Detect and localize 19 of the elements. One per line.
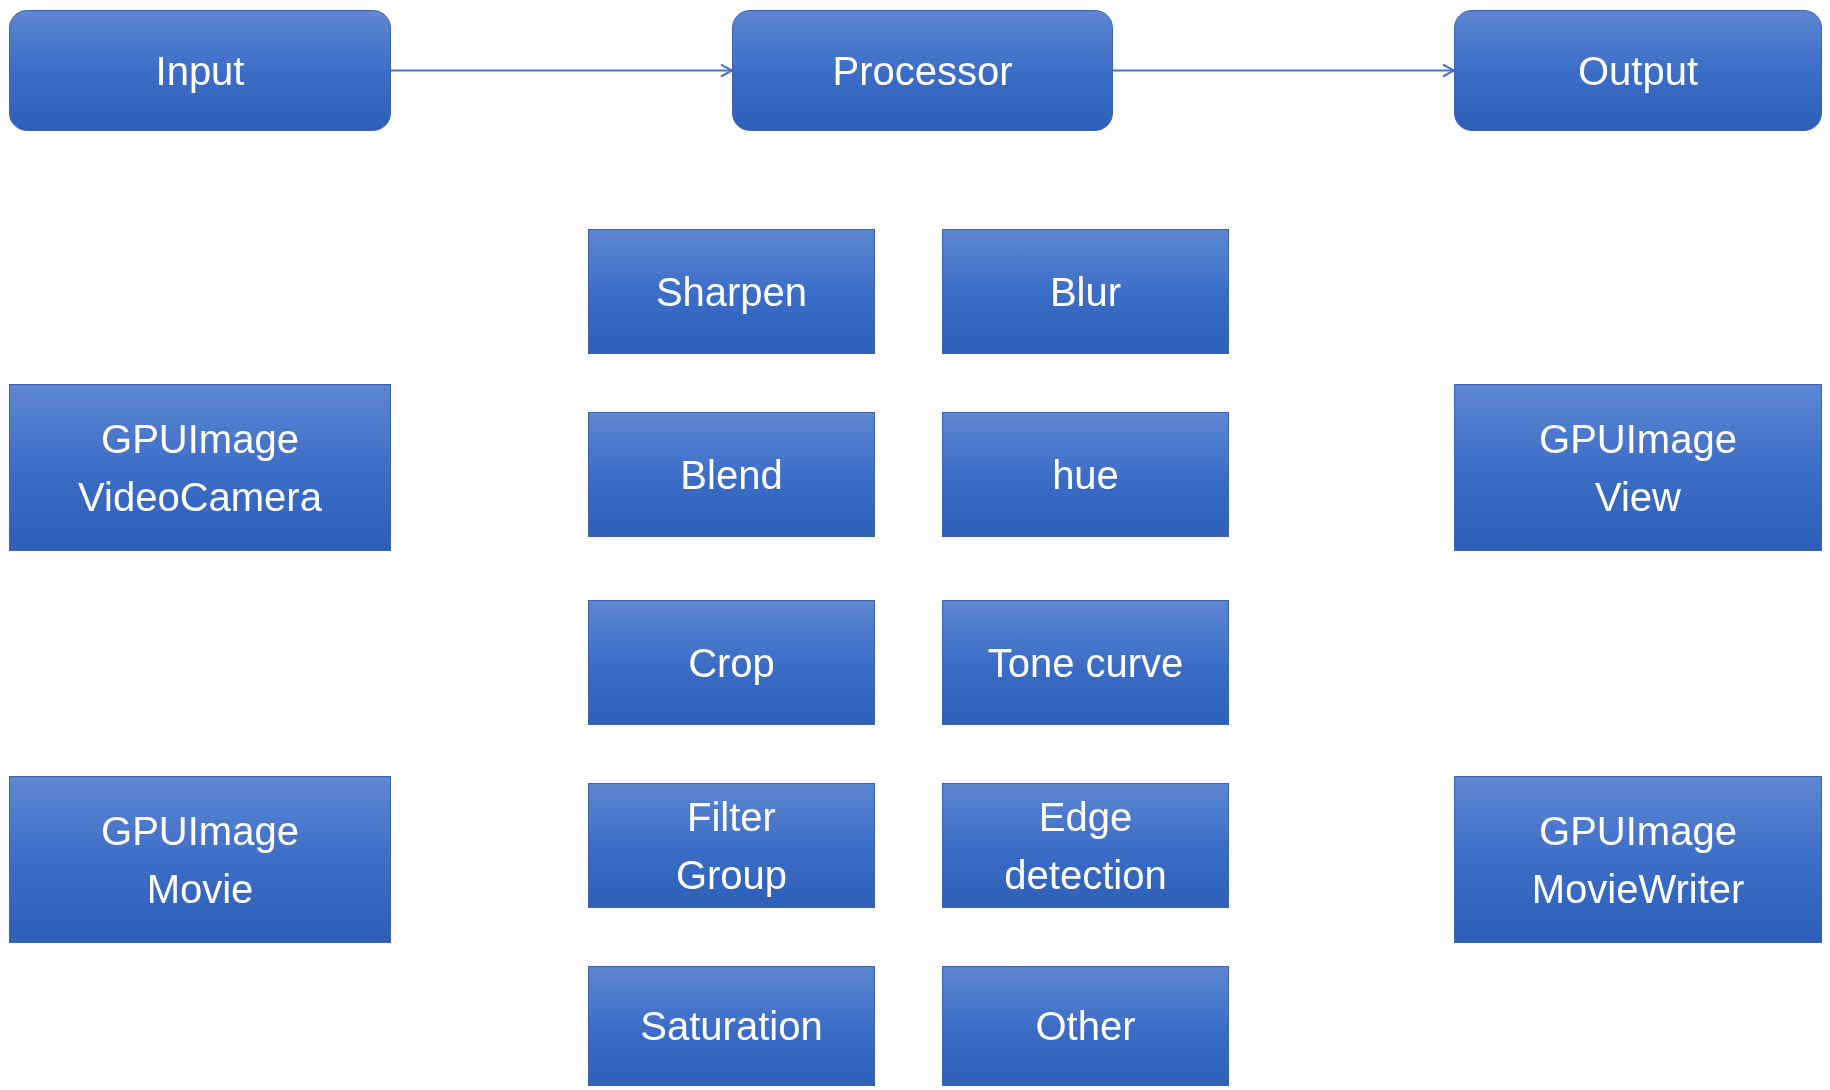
process-box: Crop — [588, 600, 875, 725]
arrow — [390, 63, 733, 78]
process-box: Filter Group — [588, 783, 875, 908]
process-box: GPUImage View — [1454, 384, 1822, 551]
process-box: hue — [942, 412, 1229, 537]
process-box: Sharpen — [588, 229, 875, 354]
process-box: GPUImage MovieWriter — [1454, 776, 1822, 943]
rounded-process-box: Input — [9, 10, 391, 131]
process-box: Edge detection — [942, 783, 1229, 908]
process-box: Other — [942, 966, 1229, 1086]
process-box: GPUImage VideoCamera — [9, 384, 391, 551]
arrow — [1112, 63, 1455, 78]
process-box: Blend — [588, 412, 875, 537]
rounded-process-box: Processor — [732, 10, 1113, 131]
process-box: Blur — [942, 229, 1229, 354]
rounded-process-box: Output — [1454, 10, 1822, 131]
process-box: Tone curve — [942, 600, 1229, 725]
process-box: Saturation — [588, 966, 875, 1086]
process-box: GPUImage Movie — [9, 776, 391, 943]
